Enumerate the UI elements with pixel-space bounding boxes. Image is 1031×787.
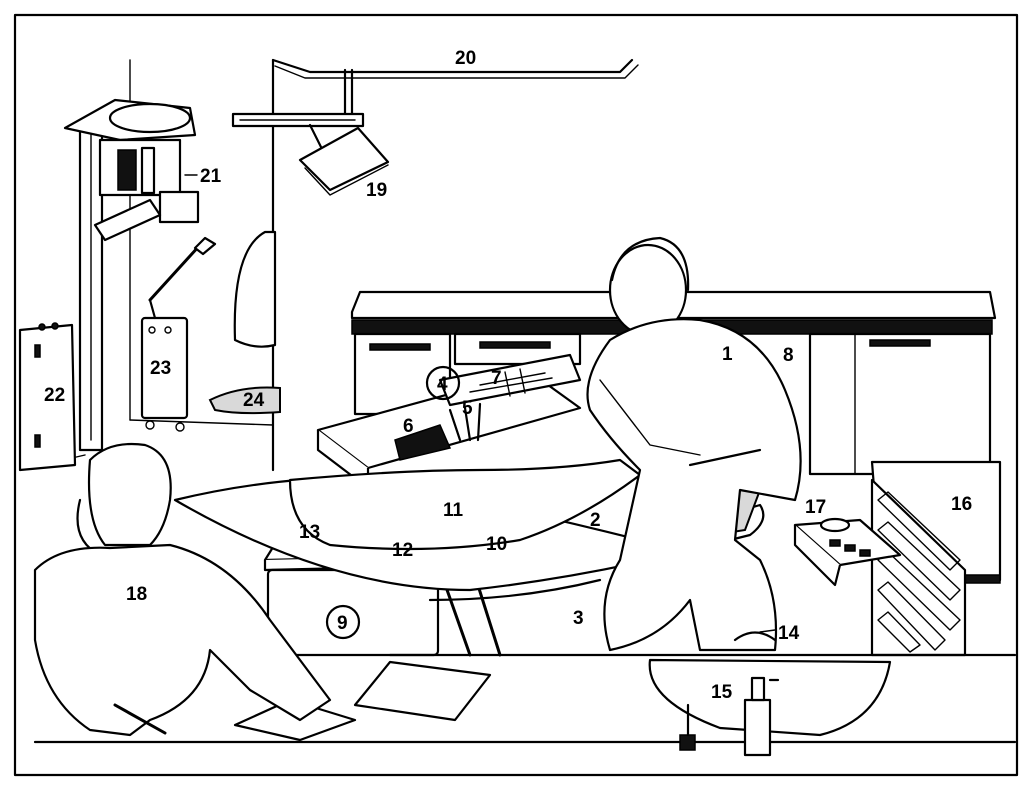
label-8: 8 — [783, 345, 794, 366]
label-3: 3 — [573, 608, 584, 629]
label-10: 10 — [486, 534, 507, 555]
instrument-cart — [142, 238, 215, 431]
label-23: 23 — [150, 358, 171, 379]
label-5: 5 — [462, 398, 473, 419]
label-13: 13 — [299, 522, 320, 543]
label-12: 12 — [392, 540, 413, 561]
label-7: 7 — [491, 368, 502, 389]
assistant-stool — [210, 232, 280, 413]
label-4: 4 — [437, 374, 448, 395]
label-22: 22 — [44, 385, 65, 406]
label-15: 15 — [711, 682, 733, 703]
label-21: 21 — [200, 166, 222, 187]
label-6: 6 — [403, 416, 414, 437]
label-19: 19 — [366, 180, 387, 201]
ceiling-rail — [273, 60, 638, 120]
label-24: 24 — [243, 390, 265, 411]
label-2: 2 — [590, 510, 601, 531]
label-11: 11 — [443, 500, 464, 521]
label-17: 17 — [805, 497, 826, 518]
label-16: 16 — [951, 494, 972, 515]
label-9: 9 — [337, 613, 348, 634]
drawer-unit — [872, 462, 1000, 655]
label-1: 1 — [722, 344, 733, 365]
label-14: 14 — [778, 623, 800, 644]
label-20: 20 — [455, 48, 476, 69]
operating-light — [233, 114, 388, 195]
label-18: 18 — [126, 584, 147, 605]
